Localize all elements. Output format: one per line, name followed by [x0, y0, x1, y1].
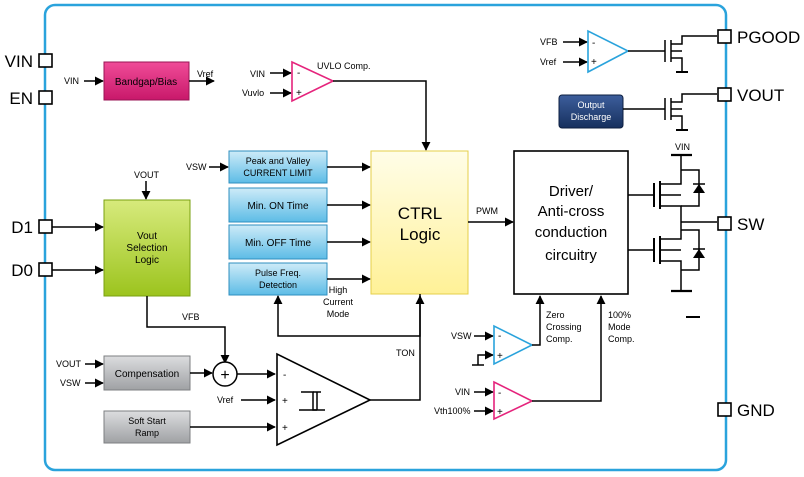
zc-plus-sign: +: [497, 351, 503, 362]
signal-vth100: Vth100%: [434, 406, 471, 416]
hundred-percent-mode-comparator: [493, 380, 534, 421]
zero-crossing-2: Crossing: [546, 322, 582, 332]
driver-block: [513, 150, 629, 295]
pulse-freq-line2: Detection: [259, 280, 297, 290]
signal-high-current-2: Current: [323, 297, 354, 307]
hm-minus-sign: -: [498, 388, 501, 399]
signal-uvlo-vin: VIN: [250, 69, 265, 79]
peak-valley-line1: Peak and Valley: [246, 156, 311, 166]
uvlo-title: UVLO Comp.: [317, 61, 371, 71]
signal-vout-sel: VOUT: [134, 170, 160, 180]
signal-vref-main: Vref: [217, 395, 234, 405]
pin-sw: SW: [717, 215, 764, 234]
pg-plus-sign: +: [591, 57, 597, 68]
hm-plus-sign: +: [497, 407, 503, 418]
main-comp-minus: -: [283, 370, 286, 381]
pgood-comparator: [587, 29, 630, 74]
compensation-label: Compensation: [115, 369, 179, 380]
pin-d1-label: D1: [11, 218, 33, 237]
pin-vin: VIN: [5, 52, 53, 71]
zero-crossing-3: Comp.: [546, 334, 573, 344]
zero-crossing-1: Zero: [546, 310, 565, 320]
signal-vout-comp: VOUT: [56, 359, 82, 369]
driver-line4: circuitry: [545, 247, 597, 264]
signal-vin-100: VIN: [455, 387, 470, 397]
signal-vsw-comp: VSW: [60, 378, 81, 388]
soft-start-ramp-block: [103, 410, 191, 444]
bandgap-block: [103, 61, 190, 101]
output-discharge-block: [558, 94, 624, 129]
pin-gnd-label: GND: [737, 401, 775, 420]
zero-crossing-comparator: [493, 324, 534, 366]
pin-pgood: PGOOD: [717, 28, 800, 47]
ctrl-logic-line2: Logic: [400, 225, 441, 244]
low-side-body-diode: [693, 249, 705, 258]
ctrl-logic-block: [370, 150, 469, 295]
signal-vsw-cl: VSW: [186, 162, 207, 172]
driver-line1: Driver/: [549, 183, 594, 200]
uvlo-comparator: [291, 60, 335, 103]
hundred-mode-2: Mode: [608, 322, 631, 332]
pin-en-label: EN: [9, 89, 33, 108]
zc-minus-sign: -: [498, 331, 501, 342]
min-off-time-label: Min. OFF Time: [245, 238, 312, 249]
min-on-time-block: [228, 187, 328, 223]
pulse-freq-line1: Pulse Freq.: [255, 268, 301, 278]
pin-d0-label: D0: [11, 261, 33, 280]
peak-valley-line2: CURRENT LIMIT: [243, 168, 313, 178]
pin-gnd: GND: [717, 401, 775, 420]
driver-line2: Anti-cross: [538, 203, 605, 220]
high-side-body-diode: [693, 184, 705, 193]
min-on-time-label: Min. ON Time: [247, 201, 309, 212]
signal-high-current-3: Mode: [327, 309, 350, 319]
signal-ton: TON: [396, 348, 415, 358]
pulse-freq-detection-block: [228, 262, 328, 296]
pin-pgood-label: PGOOD: [737, 28, 800, 47]
vout-selection-logic-block: [103, 199, 191, 297]
uvlo-minus-sign: -: [297, 68, 300, 79]
pin-vout-label: VOUT: [737, 86, 784, 105]
hundred-mode-1: 100%: [608, 310, 631, 320]
vout-sel-line3: Logic: [135, 255, 159, 266]
pin-d1: D1: [11, 218, 53, 237]
pin-vout: VOUT: [717, 86, 784, 105]
uvlo-plus-sign: +: [296, 88, 302, 99]
signal-pwm: PWM: [476, 206, 498, 216]
soft-start-line2: Ramp: [135, 428, 159, 438]
output-discharge-line1: Output: [577, 100, 605, 110]
pin-en: EN: [9, 89, 53, 108]
ctrl-logic-line1: CTRL: [398, 204, 442, 223]
signal-vref-bandgap: Vref: [197, 69, 214, 79]
driver-line3: conduction: [535, 224, 608, 241]
pin-sw-label: SW: [737, 215, 764, 234]
min-off-time-block: [228, 224, 328, 260]
signal-vfb-out: VFB: [182, 312, 200, 322]
pg-minus-sign: -: [592, 38, 595, 49]
soft-start-line1: Soft Start: [128, 416, 166, 426]
pin-d0: D0: [11, 261, 53, 280]
compensation-block: [103, 355, 191, 391]
summer-plus-sign: +: [220, 367, 229, 384]
main-comp-plus-2: +: [282, 423, 288, 434]
signal-high-current-1: High: [329, 285, 348, 295]
signal-vin-bandgap: VIN: [64, 76, 79, 86]
main-comparator: [276, 352, 372, 447]
hundred-mode-3: Comp.: [608, 334, 635, 344]
signal-vfb-pg: VFB: [540, 37, 558, 47]
signal-vin-top-fet: VIN: [675, 142, 690, 152]
signal-vsw-zc: VSW: [451, 331, 472, 341]
vout-discharge-mosfet: [664, 93, 717, 131]
signal-vref-pg: Vref: [540, 57, 557, 67]
bandgap-label: Bandgap/Bias: [115, 77, 177, 88]
vout-sel-line2: Selection: [126, 243, 167, 254]
hysteresis-icon: [299, 391, 325, 411]
signal-uvlo-vuvlo: Vuvlo: [242, 88, 264, 98]
vout-sel-line1: Vout: [137, 231, 157, 242]
main-comp-plus-1: +: [282, 396, 288, 407]
pgood-mosfet: [664, 35, 717, 73]
pin-vin-label: VIN: [5, 52, 33, 71]
output-discharge-line2: Discharge: [571, 112, 612, 122]
